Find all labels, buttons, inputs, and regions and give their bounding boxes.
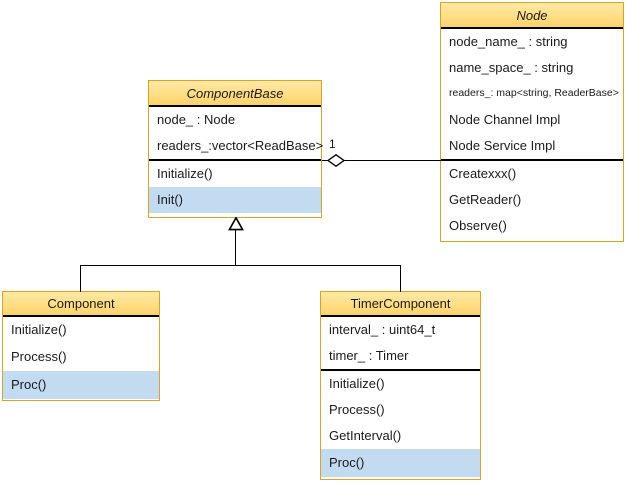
inheritance-bus	[80, 265, 401, 266]
class-title-node: Node	[441, 3, 623, 29]
method-row: Createxxx()	[449, 165, 517, 181]
method-row: Process()	[11, 349, 67, 365]
attribute-row: node_ : Node	[157, 111, 236, 127]
attribute-row: name_space_ : string	[449, 59, 574, 75]
class-title-timer-component: TimerComponent	[321, 292, 480, 317]
attribute-row: node_name_ : string	[449, 33, 568, 49]
class-attributes-timer-component: interval_ : uint64_t timer_ : Timer	[321, 317, 480, 369]
class-box-component-base[interactable]: ComponentBase node_ : Node readers_:vect…	[148, 80, 324, 218]
class-methods-component: Initialize() Process() Proc()	[3, 317, 159, 399]
attribute-row: timer_ : Timer	[329, 347, 409, 363]
class-attributes-node: node_name_ : string name_space_ : string…	[441, 29, 623, 159]
class-box-node[interactable]: Node node_name_ : string name_space_ : s…	[440, 2, 624, 242]
inheritance-triangle-icon	[228, 217, 244, 231]
inheritance-stem	[235, 229, 236, 266]
method-row: GetInterval()	[329, 427, 402, 443]
method-row: GetReader()	[449, 191, 522, 207]
method-row-highlighted: Proc()	[321, 449, 480, 477]
method-row-highlighted: Proc()	[3, 371, 159, 399]
aggregation-diamond-icon	[327, 154, 345, 167]
attribute-row: Node Channel Impl	[449, 111, 561, 127]
method-row: Process()	[329, 401, 385, 417]
attribute-row: Node Service Impl	[449, 137, 556, 153]
method-row-highlighted: Init()	[149, 187, 321, 213]
method-row: Initialize()	[11, 322, 67, 338]
attribute-row: readers_:vector<ReadBase>	[157, 137, 324, 153]
aggregation-line-stub	[322, 160, 328, 161]
class-attributes-component-base: node_ : Node readers_:vector<ReadBase>	[149, 107, 324, 159]
class-methods-component-base: Initialize() Init()	[149, 159, 321, 213]
attribute-row: interval_ : uint64_t	[329, 321, 436, 337]
inheritance-branch-component	[80, 265, 81, 292]
method-row: Initialize()	[157, 165, 213, 181]
inheritance-branch-timer-component	[400, 265, 401, 292]
attribute-row: readers_: map<string, ReaderBase>	[449, 87, 619, 100]
class-box-component[interactable]: Component Initialize() Process() Proc()	[2, 291, 160, 401]
class-methods-timer-component: Initialize() Process() GetInterval() Pro…	[321, 369, 480, 477]
method-row: Initialize()	[329, 375, 385, 391]
aggregation-line-component-base-node	[343, 160, 441, 161]
class-box-timer-component[interactable]: TimerComponent interval_ : uint64_t time…	[320, 291, 481, 480]
method-row: Observe()	[449, 217, 507, 233]
class-title-component-base: ComponentBase	[149, 81, 321, 107]
aggregation-multiplicity-label: 1	[329, 137, 336, 151]
class-title-component: Component	[3, 292, 159, 317]
class-methods-node: Createxxx() GetReader() Observe()	[441, 159, 623, 239]
